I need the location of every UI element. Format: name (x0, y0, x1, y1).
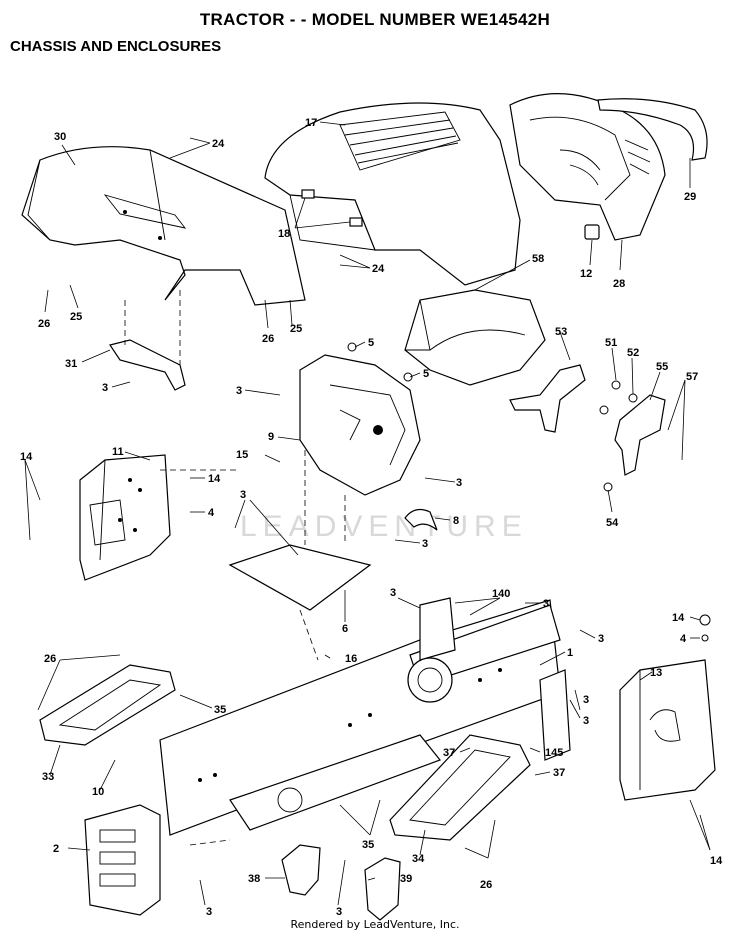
callout-5: 5 (368, 337, 374, 349)
bracket-38-part (281, 844, 321, 896)
callout-12: 12 (580, 268, 592, 280)
callout-140: 140 (492, 588, 510, 600)
callout-16: 16 (345, 653, 357, 665)
callout-25: 25 (70, 311, 82, 323)
callout-51: 51 (605, 337, 617, 349)
callout-35: 35 (362, 839, 374, 851)
callout-1: 1 (567, 647, 573, 659)
heat-shield-part (404, 289, 546, 386)
callout-3: 3 (236, 385, 242, 397)
callout-38: 38 (248, 873, 260, 885)
watermark: LEADVENTURE (240, 510, 528, 543)
callout-31: 31 (65, 358, 77, 370)
callout-3: 3 (422, 538, 428, 550)
hood-part (264, 102, 521, 286)
callout-55: 55 (656, 361, 668, 373)
clip-part (584, 224, 600, 240)
callout-54: 54 (606, 517, 619, 529)
callout-24: 24 (372, 263, 385, 275)
callout-37: 37 (553, 767, 565, 779)
callout-29: 29 (684, 191, 696, 203)
callout-3: 3 (598, 633, 604, 645)
callout-24: 24 (212, 138, 225, 150)
callout-26: 26 (262, 333, 274, 345)
clip-8-part (404, 508, 439, 532)
callout-33: 33 (42, 771, 54, 783)
right-side-panel-part (619, 614, 716, 801)
callout-3: 3 (336, 906, 342, 918)
callout-9: 9 (268, 431, 274, 443)
callout-3: 3 (206, 906, 212, 918)
callout-3: 3 (102, 382, 108, 394)
assembly-line (124, 290, 346, 846)
bracket-55-part (599, 380, 666, 492)
bracket-53-part (509, 364, 586, 433)
callout-6: 6 (342, 623, 348, 635)
callout-18: 18 (278, 228, 290, 240)
callout-57: 57 (686, 371, 698, 383)
footer-credit: Rendered by LeadVenture, Inc. (290, 918, 460, 931)
callout-3: 3 (543, 598, 549, 610)
rear-fender-part (21, 146, 306, 306)
callout-3: 3 (456, 477, 462, 489)
callout-8: 8 (453, 515, 459, 527)
callout-3: 3 (583, 715, 589, 727)
callout-17: 17 (305, 117, 317, 129)
callout-39: 39 (400, 873, 412, 885)
callout-3: 3 (583, 694, 589, 706)
callout-2: 2 (53, 843, 59, 855)
hood-trim-part (597, 98, 708, 161)
callout-14: 14 (672, 612, 685, 624)
callout-52: 52 (627, 347, 639, 359)
callout-145: 145 (545, 747, 563, 759)
main-frame-part (159, 597, 571, 836)
callout-labels: 30 24 17 29 18 24 12 28 58 26 25 26 25 3… (20, 117, 723, 918)
callout-4: 4 (680, 633, 687, 645)
left-footrest-part (39, 664, 176, 746)
callout-11: 11 (112, 446, 124, 458)
section-subtitle: CHASSIS AND ENCLOSURES (10, 38, 222, 55)
leader-lines (24, 121, 711, 906)
grille-part (509, 93, 666, 241)
callout-58: 58 (532, 253, 544, 265)
floor-plate-part (228, 544, 372, 661)
callout-14: 14 (20, 451, 33, 463)
callout-30: 30 (54, 131, 66, 143)
callout-10: 10 (92, 786, 104, 798)
callout-13: 13 (650, 667, 662, 679)
callout-4: 4 (208, 507, 215, 519)
callout-3: 3 (390, 587, 396, 599)
callout-5: 5 (423, 368, 429, 380)
right-footrest-part (389, 734, 531, 841)
callout-28: 28 (613, 278, 625, 290)
callout-26: 26 (44, 653, 56, 665)
callout-37: 37 (443, 747, 455, 759)
callout-3: 3 (240, 489, 246, 501)
dash-panel-part (299, 342, 421, 496)
page-title: TRACTOR - - MODEL NUMBER WE14542H (199, 10, 551, 29)
callout-14: 14 (208, 473, 221, 485)
callout-34: 34 (412, 853, 425, 865)
callout-26: 26 (38, 318, 50, 330)
left-side-panel-part (79, 454, 171, 581)
callout-35: 35 (214, 704, 226, 716)
callout-26: 26 (480, 879, 492, 891)
callout-14: 14 (710, 855, 723, 867)
callout-25: 25 (290, 323, 302, 335)
callout-15: 15 (236, 449, 248, 461)
callout-53: 53 (555, 326, 567, 338)
bracket-39-part (364, 857, 401, 921)
bracket-31-part (109, 339, 186, 391)
front-bracket-part (84, 804, 161, 916)
